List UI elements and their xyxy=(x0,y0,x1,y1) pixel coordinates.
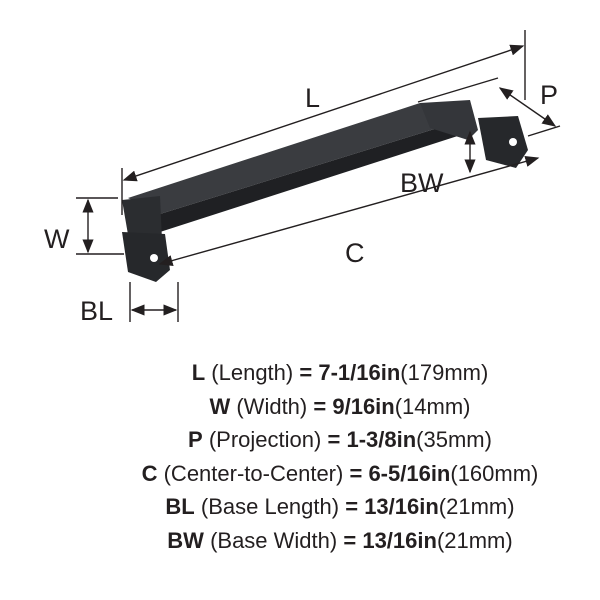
spec-row-bw: BW (Base Width) = 13/16in(21mm) xyxy=(0,524,600,558)
label-c: C xyxy=(345,238,365,268)
spec-key: C xyxy=(141,460,158,486)
spec-name: (Length) xyxy=(211,360,294,385)
spec-equals: = xyxy=(299,360,313,385)
spec-key: L xyxy=(191,360,206,385)
spec-row-c: C (Center-to-Center) = 6-5/16in(160mm) xyxy=(0,457,600,491)
spec-mm: (21mm) xyxy=(438,494,515,519)
spec-inch: 13/16in xyxy=(364,494,439,519)
spec-equals: = xyxy=(313,393,327,419)
spec-mm: (21mm) xyxy=(436,527,513,553)
spec-key: BL xyxy=(165,494,195,519)
left-screw-hole xyxy=(150,254,158,262)
right-screw-hole xyxy=(509,138,517,146)
label-w: W xyxy=(44,224,70,254)
spec-name: (Width) xyxy=(236,393,308,419)
spec-name: (Center-to-Center) xyxy=(163,460,344,486)
spec-mm: (160mm) xyxy=(450,460,539,486)
spec-equals: = xyxy=(345,494,359,519)
label-bl: BL xyxy=(80,296,113,326)
spec-inch: 1-3/8in xyxy=(346,427,417,452)
spec-equals: = xyxy=(349,460,363,486)
label-p: P xyxy=(540,80,558,110)
dimension-specs: L (Length) = 7-1/16in(179mm)W (Width) = … xyxy=(0,356,600,557)
spec-name: (Base Width) xyxy=(210,527,338,553)
cabinet-pull-handle xyxy=(122,100,528,282)
spec-key: BW xyxy=(167,527,204,553)
spec-mm: (35mm) xyxy=(416,427,492,452)
spec-inch: 7-1/16in xyxy=(318,360,401,385)
spec-equals: = xyxy=(343,527,357,553)
spec-row-bl: BL (Base Length) = 13/16in(21mm) xyxy=(0,490,600,524)
handle-drawing: L P BW W C BL xyxy=(44,30,561,326)
spec-equals: = xyxy=(327,427,341,452)
label-bw: BW xyxy=(400,168,444,198)
spec-mm: (14mm) xyxy=(394,393,471,419)
spec-inch: 13/16in xyxy=(362,527,437,553)
spec-name: (Base Length) xyxy=(200,494,340,519)
center-dimension-line xyxy=(158,156,540,266)
spec-key: P xyxy=(188,427,203,452)
spec-name: (Projection) xyxy=(208,427,322,452)
p-extension xyxy=(417,77,499,103)
spec-mm: (179mm) xyxy=(400,360,489,385)
spec-row-w: W (Width) = 9/16in(14mm) xyxy=(0,390,600,424)
spec-key: W xyxy=(209,393,231,419)
spec-inch: 6-5/16in xyxy=(368,460,451,486)
spec-row-p: P (Projection) = 1-3/8in(35mm) xyxy=(0,423,600,457)
spec-inch: 9/16in xyxy=(332,393,395,419)
spec-row-l: L (Length) = 7-1/16in(179mm) xyxy=(0,356,600,390)
label-l: L xyxy=(305,83,320,113)
projection-dimension-line xyxy=(498,87,557,127)
